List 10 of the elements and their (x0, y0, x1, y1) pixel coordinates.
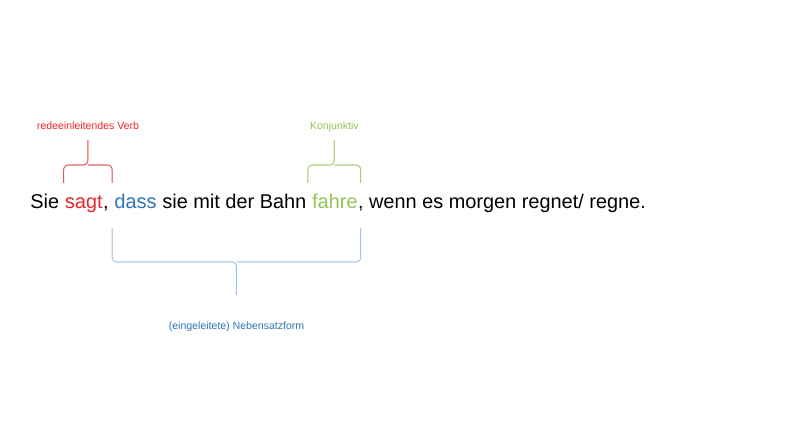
annotation-label: Konjunktiv (310, 121, 359, 132)
sentence-fragment: , wenn es morgen regnet/ regne. (360, 194, 644, 212)
sentence-fragment: Sie (31, 194, 58, 208)
sentence-fragment: dass (115, 194, 156, 208)
sentence-fragment: , (104, 206, 107, 211)
sentence-fragment: fahre (312, 194, 357, 208)
annotation-label: redeeinleitendes Verb (38, 121, 138, 130)
sentence-fragment: sagt (65, 195, 102, 212)
annotation-label: (eingeleitete) Nebensatzform (169, 321, 304, 332)
sentence-fragment: sie mit der Bahn (162, 194, 305, 208)
